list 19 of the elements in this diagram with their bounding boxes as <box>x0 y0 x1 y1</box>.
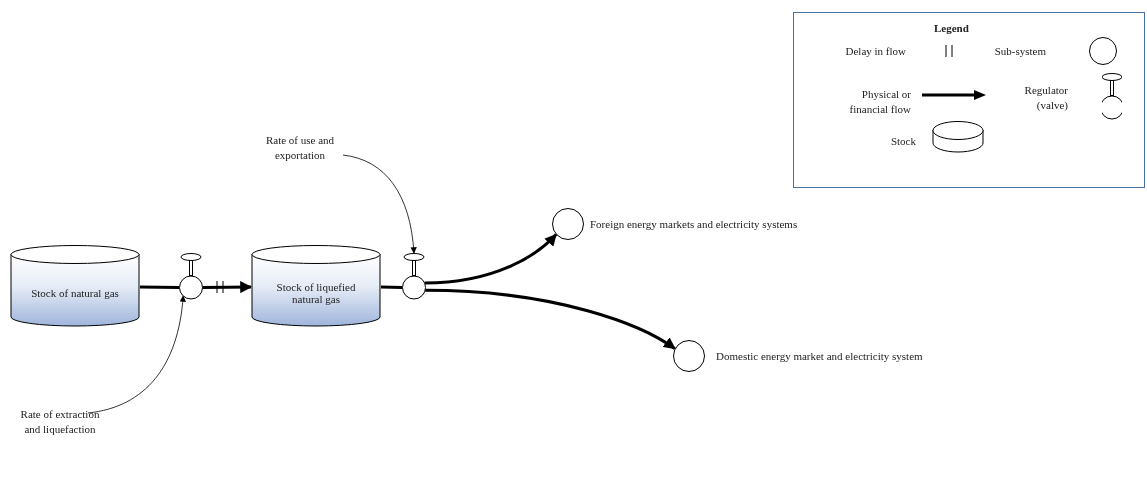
legend-text: Regulator (valve) <box>1023 83 1068 113</box>
subsystem-circle <box>552 208 584 240</box>
valve-symbol <box>179 253 203 300</box>
legend-title: Legend <box>934 21 969 36</box>
flow-arrow <box>202 281 253 294</box>
legend-text: Delay in flow <box>844 44 906 59</box>
legend-text: Stock <box>889 134 916 149</box>
flow-arrow <box>424 233 558 285</box>
subsystem-caption: Domestic energy market and electricity system <box>716 350 923 362</box>
rate-label: Rate of extraction and liquefaction <box>20 407 100 455</box>
legend-text: Sub-system <box>993 44 1046 59</box>
flow-arrow <box>425 288 676 350</box>
stock-cylinder: Stock of natural gas <box>10 245 140 327</box>
subsystem-caption: Foreign energy markets and electricity systems <box>590 218 798 230</box>
legend-text: Physical or financial flow <box>848 87 911 117</box>
rate-label: Rate of use and exportation <box>245 133 355 165</box>
valve-symbol <box>402 253 426 300</box>
subsystem-circle <box>673 340 705 372</box>
stock-cylinder: Stock of liquefied natural gas <box>251 245 381 327</box>
